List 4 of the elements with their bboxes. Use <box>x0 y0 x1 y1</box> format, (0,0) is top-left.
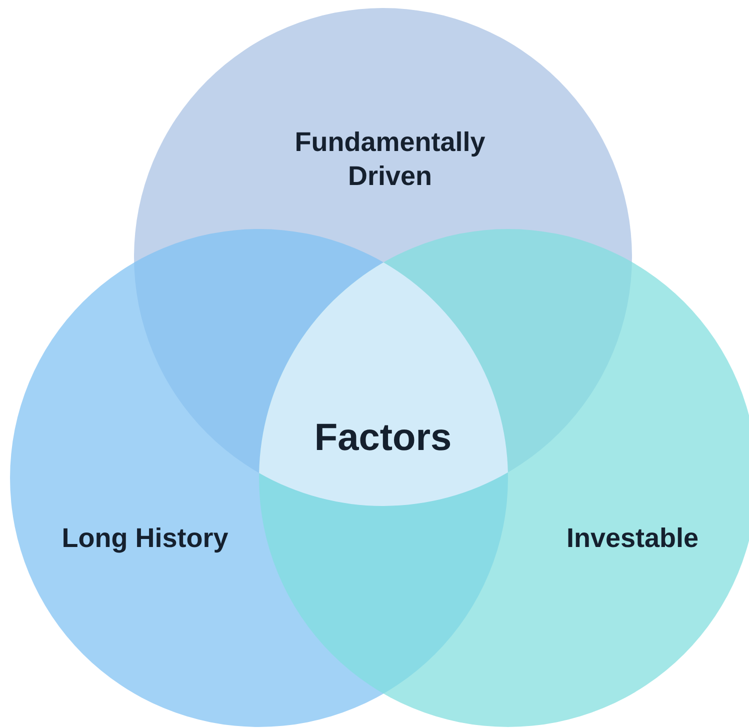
circle-label: Fundamentally Driven <box>294 126 486 193</box>
circle-label: Long History <box>60 522 230 555</box>
center-label: Factors <box>313 416 453 461</box>
circle-label: Investable <box>565 522 700 555</box>
